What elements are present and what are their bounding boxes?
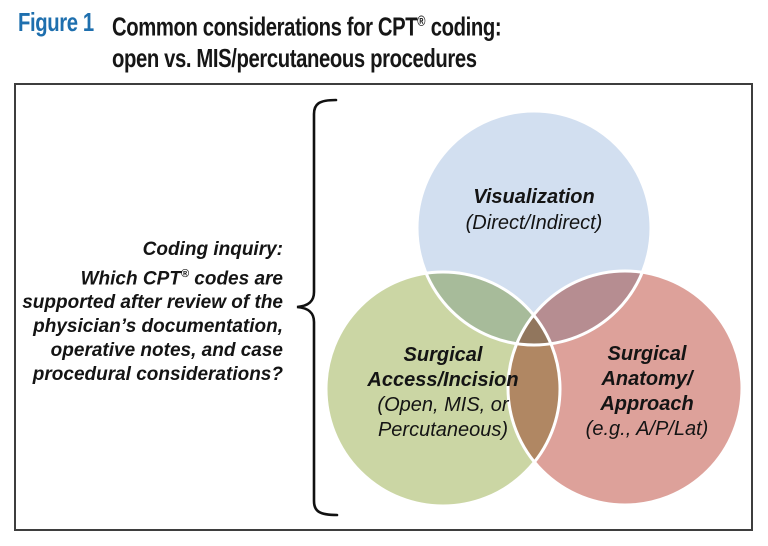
coding-inquiry-line5: operative notes, and case [50, 340, 283, 362]
figure-title-line2: open vs. MIS/percutaneous procedures [112, 42, 477, 73]
surgical-anatomy-label-line3: Approach [600, 393, 694, 415]
registered-trademark-symbol-small: ® [180, 268, 189, 280]
visualization-label-subtitle: (Direct/Indirect) [465, 212, 603, 234]
coding-inquiry-line2-text: Which CPT [80, 268, 181, 290]
coding-inquiry-line2-tail: codes are [189, 268, 283, 290]
figure-number-label: Figure 1 [18, 7, 94, 37]
coding-inquiry-line2: Which CPT® codes are [16, 262, 283, 291]
surgical-access-label-line4: Percutaneous) [377, 419, 509, 441]
coding-inquiry-line4: physician’s documentation, [33, 316, 283, 338]
registered-trademark-symbol: ® [417, 14, 426, 30]
surgical-access-label-line1: Surgical [403, 344, 483, 366]
surgical-access-label-line2: Access/Incision [367, 369, 519, 391]
coding-inquiry-line6: procedural considerations? [32, 364, 283, 386]
surgical-anatomy-label-line1: Surgical [607, 343, 687, 365]
coding-inquiry-annotation: Coding inquiry: Which CPT® codes are sup… [16, 238, 283, 387]
surgical-anatomy-label-line4: (e.g., A/P/Lat) [585, 418, 709, 440]
visualization-label-title: Visualization [473, 186, 595, 208]
coding-inquiry-line3: supported after review of the [22, 292, 283, 314]
figure-title-line1-text: Common considerations for CPT [112, 11, 418, 42]
figure-title-line1-tail: coding: [425, 11, 502, 42]
surgical-anatomy-label-line2: Anatomy/ [601, 368, 693, 390]
figure-title-line1: Common considerations for CPT® coding: [112, 7, 502, 43]
figure-title: Common considerations for CPT® coding: o… [112, 7, 502, 74]
surgical-access-label-line3: (Open, MIS, or [377, 394, 509, 416]
visualization-label: Visualization (Direct/Indirect) [384, 184, 684, 236]
surgical-access-label: Surgical Access/Incision (Open, MIS, or … [308, 343, 578, 443]
surgical-anatomy-label: Surgical Anatomy/ Approach (e.g., A/P/La… [517, 342, 768, 442]
coding-inquiry-heading: Coding inquiry: [142, 239, 283, 260]
